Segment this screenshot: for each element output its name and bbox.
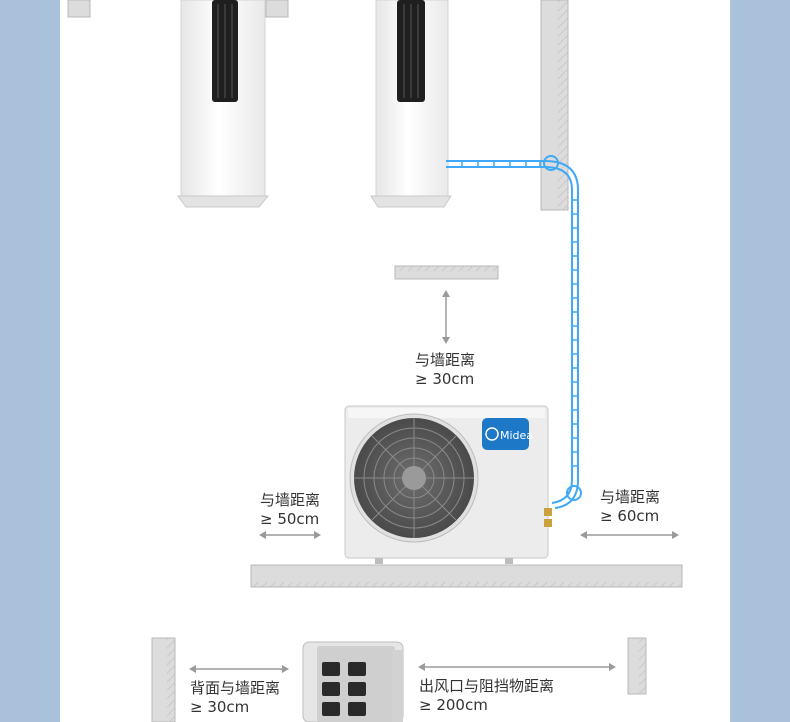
indoor-tower-unit-right [370,0,452,208]
ground-slab [250,564,683,588]
right-clearance-value: ≥ 60cm [600,507,660,525]
right-clearance-title: 与墙距离 [600,488,661,506]
outdoor-unit-side-view [302,641,404,722]
front-clearance-title: 出风口与阻挡物距离 [419,677,555,695]
back-clearance-value: ≥ 30cm [190,698,250,716]
front-clearance-value: ≥ 200cm [419,696,488,714]
side-view-obstacle [627,637,647,695]
top-wall-stubs [67,0,289,18]
front-clearance-label: 出风口与阻挡物距离 ≥ 200cm [419,677,554,715]
right-clearance-label: 与墙距离 ≥ 60cm [600,488,660,526]
left-clearance-label: 与墙距离 ≥ 50cm [260,491,320,529]
left-clearance-value: ≥ 50cm [260,510,320,528]
top-clearance-title: 与墙距离 [415,351,476,369]
left-clearance-title: 与墙距离 [260,491,321,509]
top-clearance-label: 与墙距离 ≥ 30cm [415,351,475,389]
top-clearance-value: ≥ 30cm [415,370,475,388]
side-view-left-wall [151,637,176,722]
ceiling-bar [394,265,499,280]
refrigerant-pipe [446,155,582,509]
midea-logo-text: Midea [500,429,533,442]
back-clearance-title: 背面与墙距离 [190,679,281,697]
back-clearance-label: 背面与墙距离 ≥ 30cm [190,679,280,717]
midea-logo [482,418,529,450]
outdoor-unit: Midea [344,405,552,564]
exterior-wall [540,0,569,211]
indoor-tower-unit-left [177,0,270,208]
